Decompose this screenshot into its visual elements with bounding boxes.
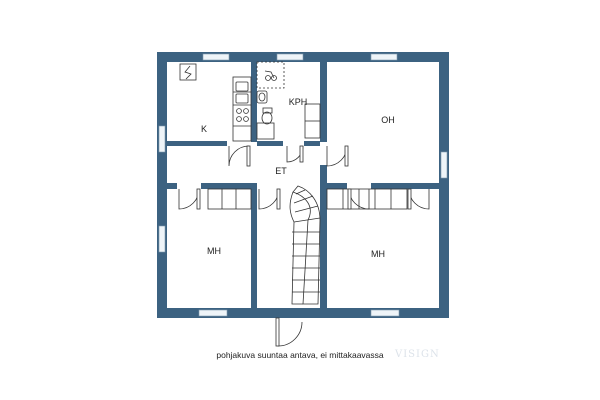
staircase-icon [289, 185, 321, 305]
bathroom-cabinet [256, 122, 275, 140]
watermark-logo: VISIGN [395, 349, 440, 360]
toilet-icon [261, 107, 273, 125]
stove-icon [236, 108, 249, 122]
room-label-kitchen: K [200, 124, 208, 134]
door-leaf [196, 145, 412, 347]
wardrobe [207, 188, 252, 210]
sink-icon [256, 90, 268, 104]
kitchen-counter [232, 76, 252, 142]
room-label-bedroom-right: MH [371, 249, 385, 259]
shower-cabinet [304, 103, 321, 139]
room-label-hall: ET [275, 166, 287, 176]
room-label-bedroom-left: MH [207, 246, 221, 256]
interior-walls [167, 62, 439, 308]
chimney-icon [179, 63, 197, 81]
room-label-bathroom: KPH [288, 97, 308, 107]
sink-icon [235, 81, 249, 104]
window-icon [158, 53, 448, 317]
plan-caption: pohjakuva suuntaa antava, ei mittakaavas… [216, 350, 384, 360]
room-label-living: OH [381, 115, 395, 125]
wardrobe [326, 188, 408, 210]
washing-machine-icon [256, 61, 285, 89]
